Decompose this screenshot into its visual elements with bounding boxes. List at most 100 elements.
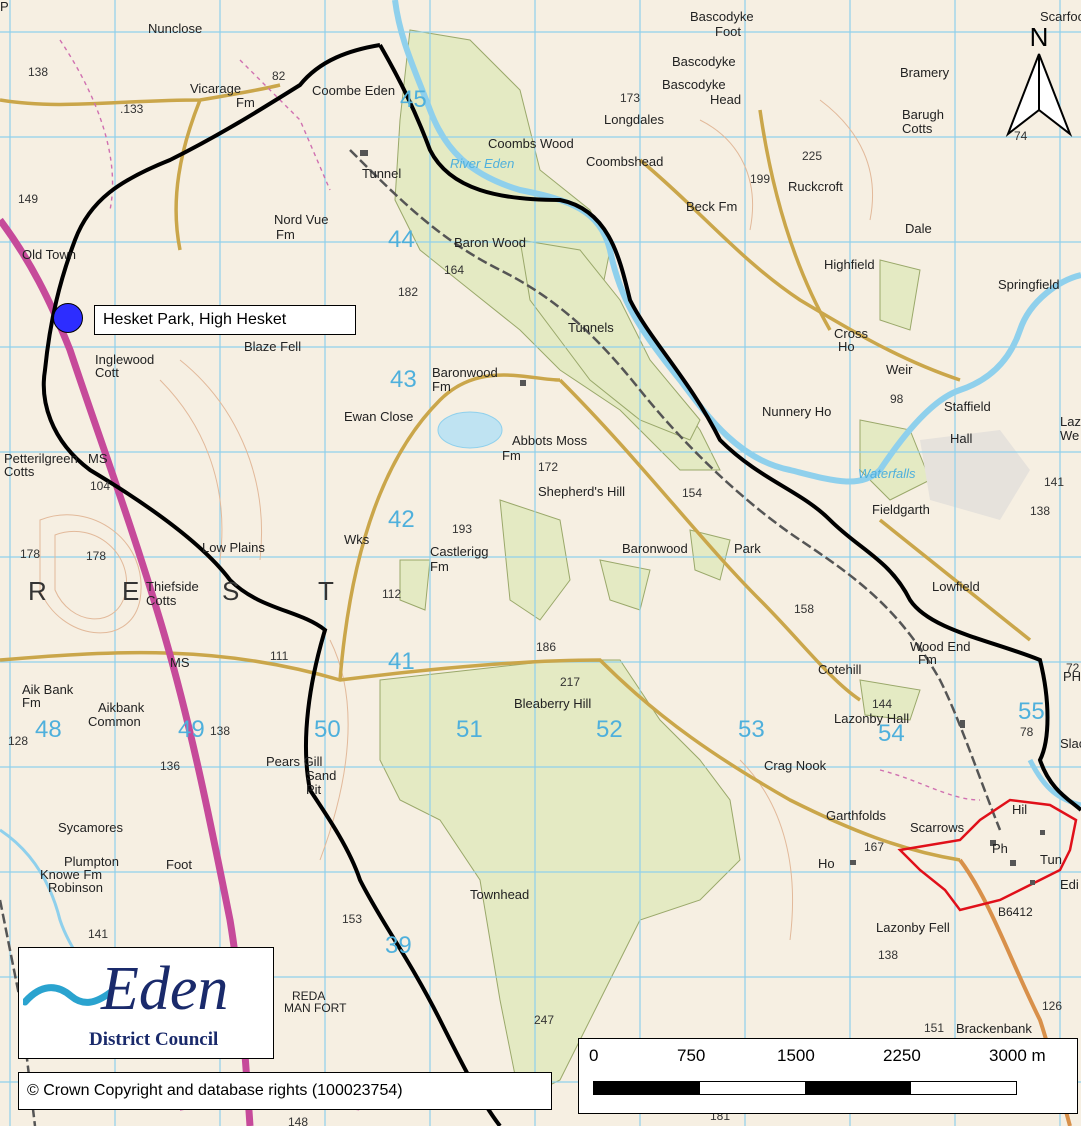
place-name-label: Beck Fm [686,199,738,214]
place-name-label: Cotts [146,593,177,608]
place-name-label: Staffield [944,399,991,414]
place-name-label: Crag Nook [764,758,827,773]
place-name-label: Inglewood [95,352,155,367]
place-name-label: Edi [1060,877,1079,892]
grid-52: 52 [596,716,623,743]
grid-50: 50 [314,716,341,743]
logo-wordmark: Eden [101,955,229,1023]
place-name-label: Cross [834,326,868,341]
place-name-label: Coombe Eden [312,83,396,98]
spot-height-label: 98 [890,392,904,406]
spot-height-label: 138 [878,948,899,962]
site-location-marker[interactable] [53,303,83,333]
place-name-label: Bramery [900,65,950,80]
grid-53: 53 [738,716,765,743]
place-name-label: Lazonby Fell [876,920,950,935]
place-name-label: MS [88,451,108,466]
place-name-label: Low Plains [202,540,265,555]
spot-height-label: 141 [1044,475,1065,489]
place-name-label: Springfield [998,277,1060,292]
grid-42: 42 [388,506,415,533]
spot-height-label: 78 [1020,725,1034,739]
place-name-label: Fieldgarth [872,502,930,517]
place-name-label: Petterilgreen [4,451,78,466]
grid-45: 45 [400,86,427,113]
spot-height-label: 193 [452,522,473,536]
woodland-areas [379,29,931,1101]
place-name-label: Old Town [22,247,76,262]
site-location-label: Hesket Park, High Hesket [94,305,356,335]
scale-tick-2250: 2250 [883,1046,921,1065]
spot-height-label: 138 [210,724,231,738]
scale-tick-750: 750 [677,1046,706,1065]
scale-bar: 0 750 1500 2250 3000 m [578,1038,1078,1114]
feature-label: B6412 [998,905,1033,919]
place-name-label: Hil [1012,802,1028,817]
grid-54: 54 [878,720,905,747]
place-name-label: Ph [992,841,1008,856]
minor-roads [0,83,1032,862]
grid-41: 41 [388,648,415,675]
copyright-notice: © Crown Copyright and database rights (1… [18,1072,552,1110]
forest-name-letter: R [28,576,48,606]
place-name-label: Brackenbank [956,1021,1032,1036]
settlement-fill [920,430,1030,520]
place-name-label: Fm [918,652,937,667]
place-name-label: Sand [306,768,337,783]
place-name-label: Longdales [604,112,664,127]
spot-height-label: 72 [1066,661,1080,675]
place-name-label: Garthfolds [826,808,886,823]
buildings [360,150,1045,885]
spot-height-label: 104 [90,479,111,493]
railway [349,149,1002,831]
place-name-label: Pears Gill [266,754,323,769]
place-name-label: Cotts [4,464,35,479]
place-name-label: Tunnel [362,166,402,181]
place-name-label: Lowfield [932,579,980,594]
spot-height-label: 154 [682,486,703,500]
place-name-label: Plumpton [64,854,119,869]
north-arrow-icon: N [1005,24,1073,137]
place-name-label: Scarrows [910,820,965,835]
place-name-label: Common [88,714,141,729]
spot-height-label: 112 [382,587,402,601]
parish-boundary [41,43,502,1126]
svg-text:N: N [1030,24,1049,52]
parish-boundary-east [378,44,1081,812]
spot-height-label: 136 [160,759,181,773]
grid-44: 44 [388,226,415,253]
place-name-label: Foot [166,857,193,872]
place-name-label: Ho [838,339,855,354]
spot-height-label: 178 [86,549,107,563]
place-name-label: Scarfoot [1040,9,1081,24]
place-name-label: Sycamores [58,820,124,835]
place-name-label: Robinson [48,880,103,895]
place-name-label: Wks [344,532,370,547]
place-name-label: Dale [905,221,932,236]
spot-height-label: 199 [750,172,771,186]
place-name-label: Barugh [902,107,944,122]
place-name-label: Bascodyke [662,77,726,92]
place-name-label: Ho [818,856,835,871]
forest-name-letter: E [122,576,141,606]
place-name-label: Lazo [1060,414,1081,429]
place-name-label: Nunclose [148,21,203,36]
place-name-label: PH [1063,669,1081,684]
spot-height-label: .133 [120,102,144,116]
place-name-label: Tun [1040,852,1062,867]
spot-height-label: 82 [272,69,286,83]
place-name-label: Pit [306,782,322,797]
spot-height-label: 151 [924,1021,945,1035]
place-name-label: Weir [886,362,913,377]
spot-height-label: 225 [802,149,823,163]
contour-lines [39,99,874,941]
grid-48: 48 [35,716,62,743]
place-name-label: Cotts [902,121,933,136]
spot-height-label: 74 [1014,129,1028,143]
spot-height-label: 182 [398,285,419,299]
spot-height-label: 126 [1042,999,1063,1013]
place-name-label: Hall [950,431,973,446]
place-name-label: Cott [95,365,119,380]
